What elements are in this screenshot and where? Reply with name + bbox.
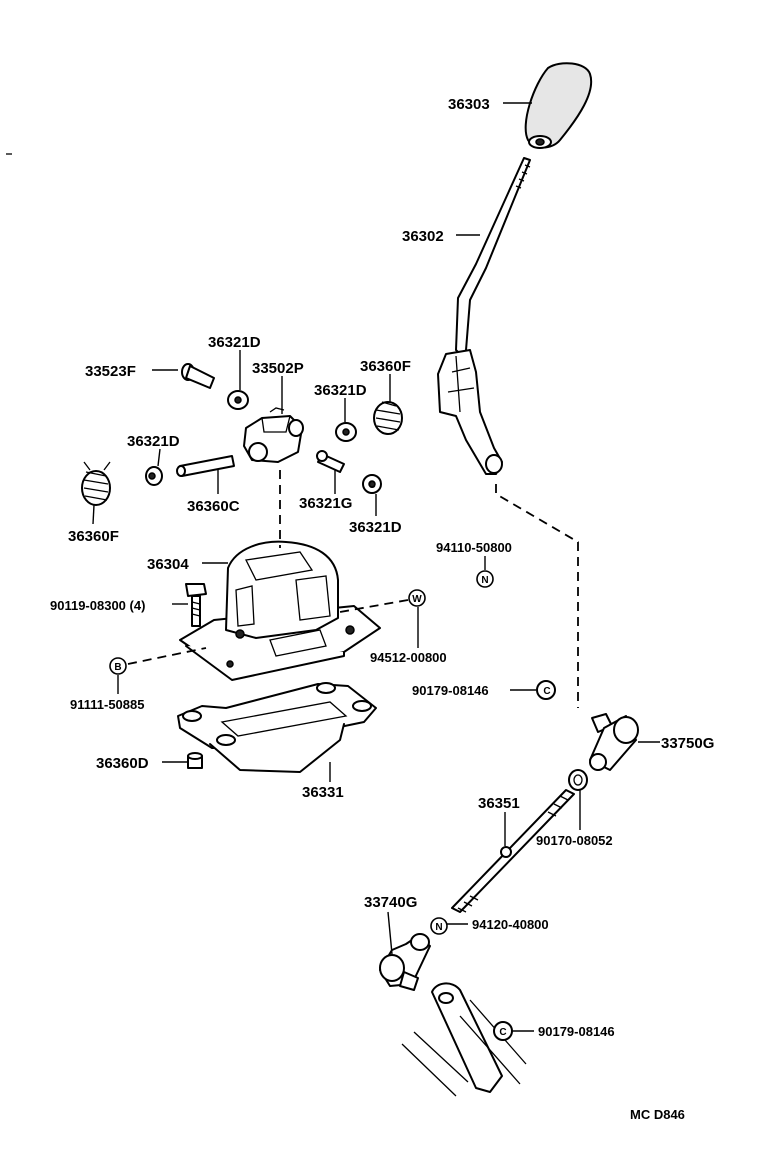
nut-c-mark: C <box>543 686 550 697</box>
badge-w-94512: W <box>408 589 426 607</box>
label-33523f: 33523F <box>85 363 136 380</box>
bushing-36321d-mid <box>335 422 357 442</box>
shift-knob <box>524 62 593 149</box>
pin-36321g <box>316 450 345 473</box>
nut-90179-bottom: C <box>493 1021 513 1041</box>
bushing-c-mark: C <box>368 480 375 491</box>
label-36303: 36303 <box>448 96 490 113</box>
svg-text:N: N <box>481 575 488 586</box>
label-36351: 36351 <box>478 795 520 812</box>
ball-joint-33740g <box>379 933 431 991</box>
label-33502p: 33502P <box>252 360 304 377</box>
shift-lever <box>437 157 531 475</box>
bushing-36321d-top <box>227 390 249 410</box>
boot-retainer-36331 <box>177 682 377 773</box>
badge-n-94110: N <box>476 570 494 588</box>
retainer-33502p <box>243 407 304 463</box>
svg-text:N: N <box>435 922 442 933</box>
assembly-line-w-washer <box>339 599 409 613</box>
bushing-36321d-low <box>362 474 382 494</box>
label-36321d-top: 36321D <box>208 334 261 351</box>
label-94512-00800: 94512-00800 <box>370 650 447 665</box>
catalog-code: MC D846 <box>630 1107 685 1122</box>
badge-n-94120: N <box>430 917 448 935</box>
label-36321d-left: 36321D <box>127 433 180 450</box>
label-36360f-left: 36360F <box>68 528 119 545</box>
svg-text:W: W <box>412 594 422 605</box>
label-90179-08146-bottom: 90179-08146 <box>538 1024 615 1039</box>
nut-90170 <box>568 769 588 791</box>
label-36321d-mid: 36321D <box>314 382 367 399</box>
label-94120-40800: 94120-40800 <box>472 917 549 932</box>
label-36331: 36331 <box>302 784 344 801</box>
bolt-90119 <box>185 583 207 627</box>
nut-90179-top: C <box>536 680 556 700</box>
label-90170-08052: 90170-08052 <box>536 833 613 848</box>
shift-rod-36351 <box>451 789 575 913</box>
assembly-line-lever-to-joint <box>495 484 579 708</box>
label-36321d-low: 36321D <box>349 519 402 536</box>
nut-c-mark: C <box>499 1027 506 1038</box>
label-36302: 36302 <box>402 228 444 245</box>
bolt-33523f <box>181 363 215 389</box>
label-36360f-right: 36360F <box>360 358 411 375</box>
label-36360d: 36360D <box>96 755 149 772</box>
lever-housing-36304 <box>179 540 381 681</box>
assembly-line-b-bolt <box>127 647 207 665</box>
label-33750g: 33750G <box>661 735 714 752</box>
label-33740g: 33740G <box>364 894 417 911</box>
label-36321g: 36321G <box>299 495 352 512</box>
transmission-shift-lever <box>401 982 527 1097</box>
label-90179-08146-top: 90179-08146 <box>412 683 489 698</box>
pin-36360c <box>176 455 235 477</box>
label-91111-50885: 91111-50885 <box>70 697 144 712</box>
label-94110-50800: 94110-50800 <box>436 540 512 555</box>
leader-lines <box>92 102 660 1032</box>
bushing-36321d-left <box>145 466 163 486</box>
label-90119-08300: 90119-08300 (4) <box>50 598 145 613</box>
cap-36360d <box>187 752 203 769</box>
spring-36360f-right <box>373 401 403 435</box>
ball-joint-33750g <box>589 713 639 771</box>
spring-36360f-left <box>81 461 111 506</box>
badge-b-91111: B <box>109 657 127 675</box>
svg-text:B: B <box>114 662 121 673</box>
label-36360c: 36360C <box>187 498 240 515</box>
label-36304: 36304 <box>147 556 189 573</box>
